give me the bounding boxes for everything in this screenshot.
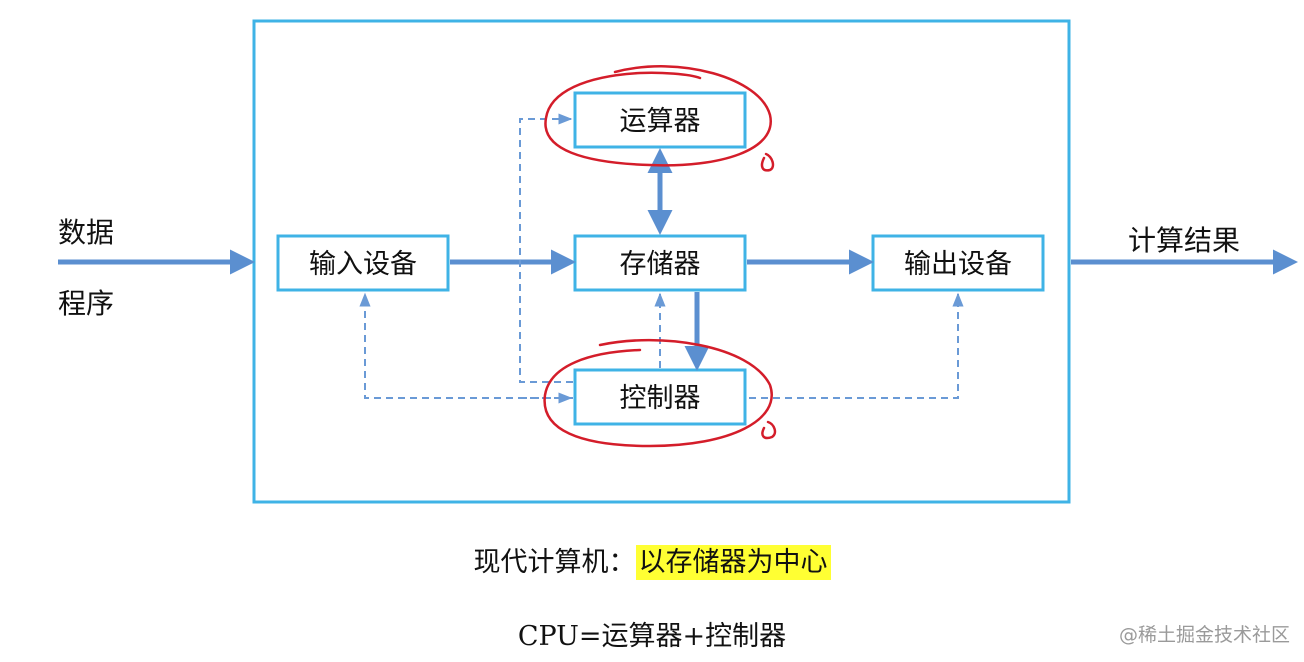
input-device-box: 输入设备	[276, 234, 450, 292]
caption-cpu-formula: CPU=运算器+控制器	[517, 621, 787, 652]
output-device-box: 输出设备	[871, 234, 1045, 292]
caption-center-memory: 现代计算机：以存储器为中心	[0, 540, 1304, 580]
output-device-label: 输出设备	[904, 249, 1012, 280]
dashed-controller-to-output	[749, 292, 964, 399]
controller-box: 控制器	[573, 368, 747, 426]
alu-label: 运算器	[620, 106, 701, 137]
caption-prefix: 现代计算机：	[473, 547, 636, 578]
controller-circle-annotation	[543, 338, 773, 448]
dashed-controller-to-alu	[519, 113, 573, 383]
caption-highlight: 以存储器为中心	[635, 545, 831, 580]
memory-box: 存储器	[573, 234, 747, 292]
watermark: @稀土掘金技术社区	[1118, 624, 1290, 646]
controller-label: 控制器	[620, 383, 701, 414]
input-device-label: 输入设备	[309, 249, 417, 280]
alu-mark-annotation	[760, 152, 775, 172]
dashed-controller-to-input	[359, 292, 573, 399]
controller-mark-annotation	[761, 420, 777, 440]
alu-box: 运算器	[573, 91, 747, 149]
input-program-label: 程序	[58, 287, 114, 320]
output-result-label: 计算结果	[1128, 224, 1240, 257]
input-data-label: 数据	[58, 216, 114, 249]
memory-label: 存储器	[620, 249, 701, 280]
alu-circle-annotation	[544, 65, 772, 167]
